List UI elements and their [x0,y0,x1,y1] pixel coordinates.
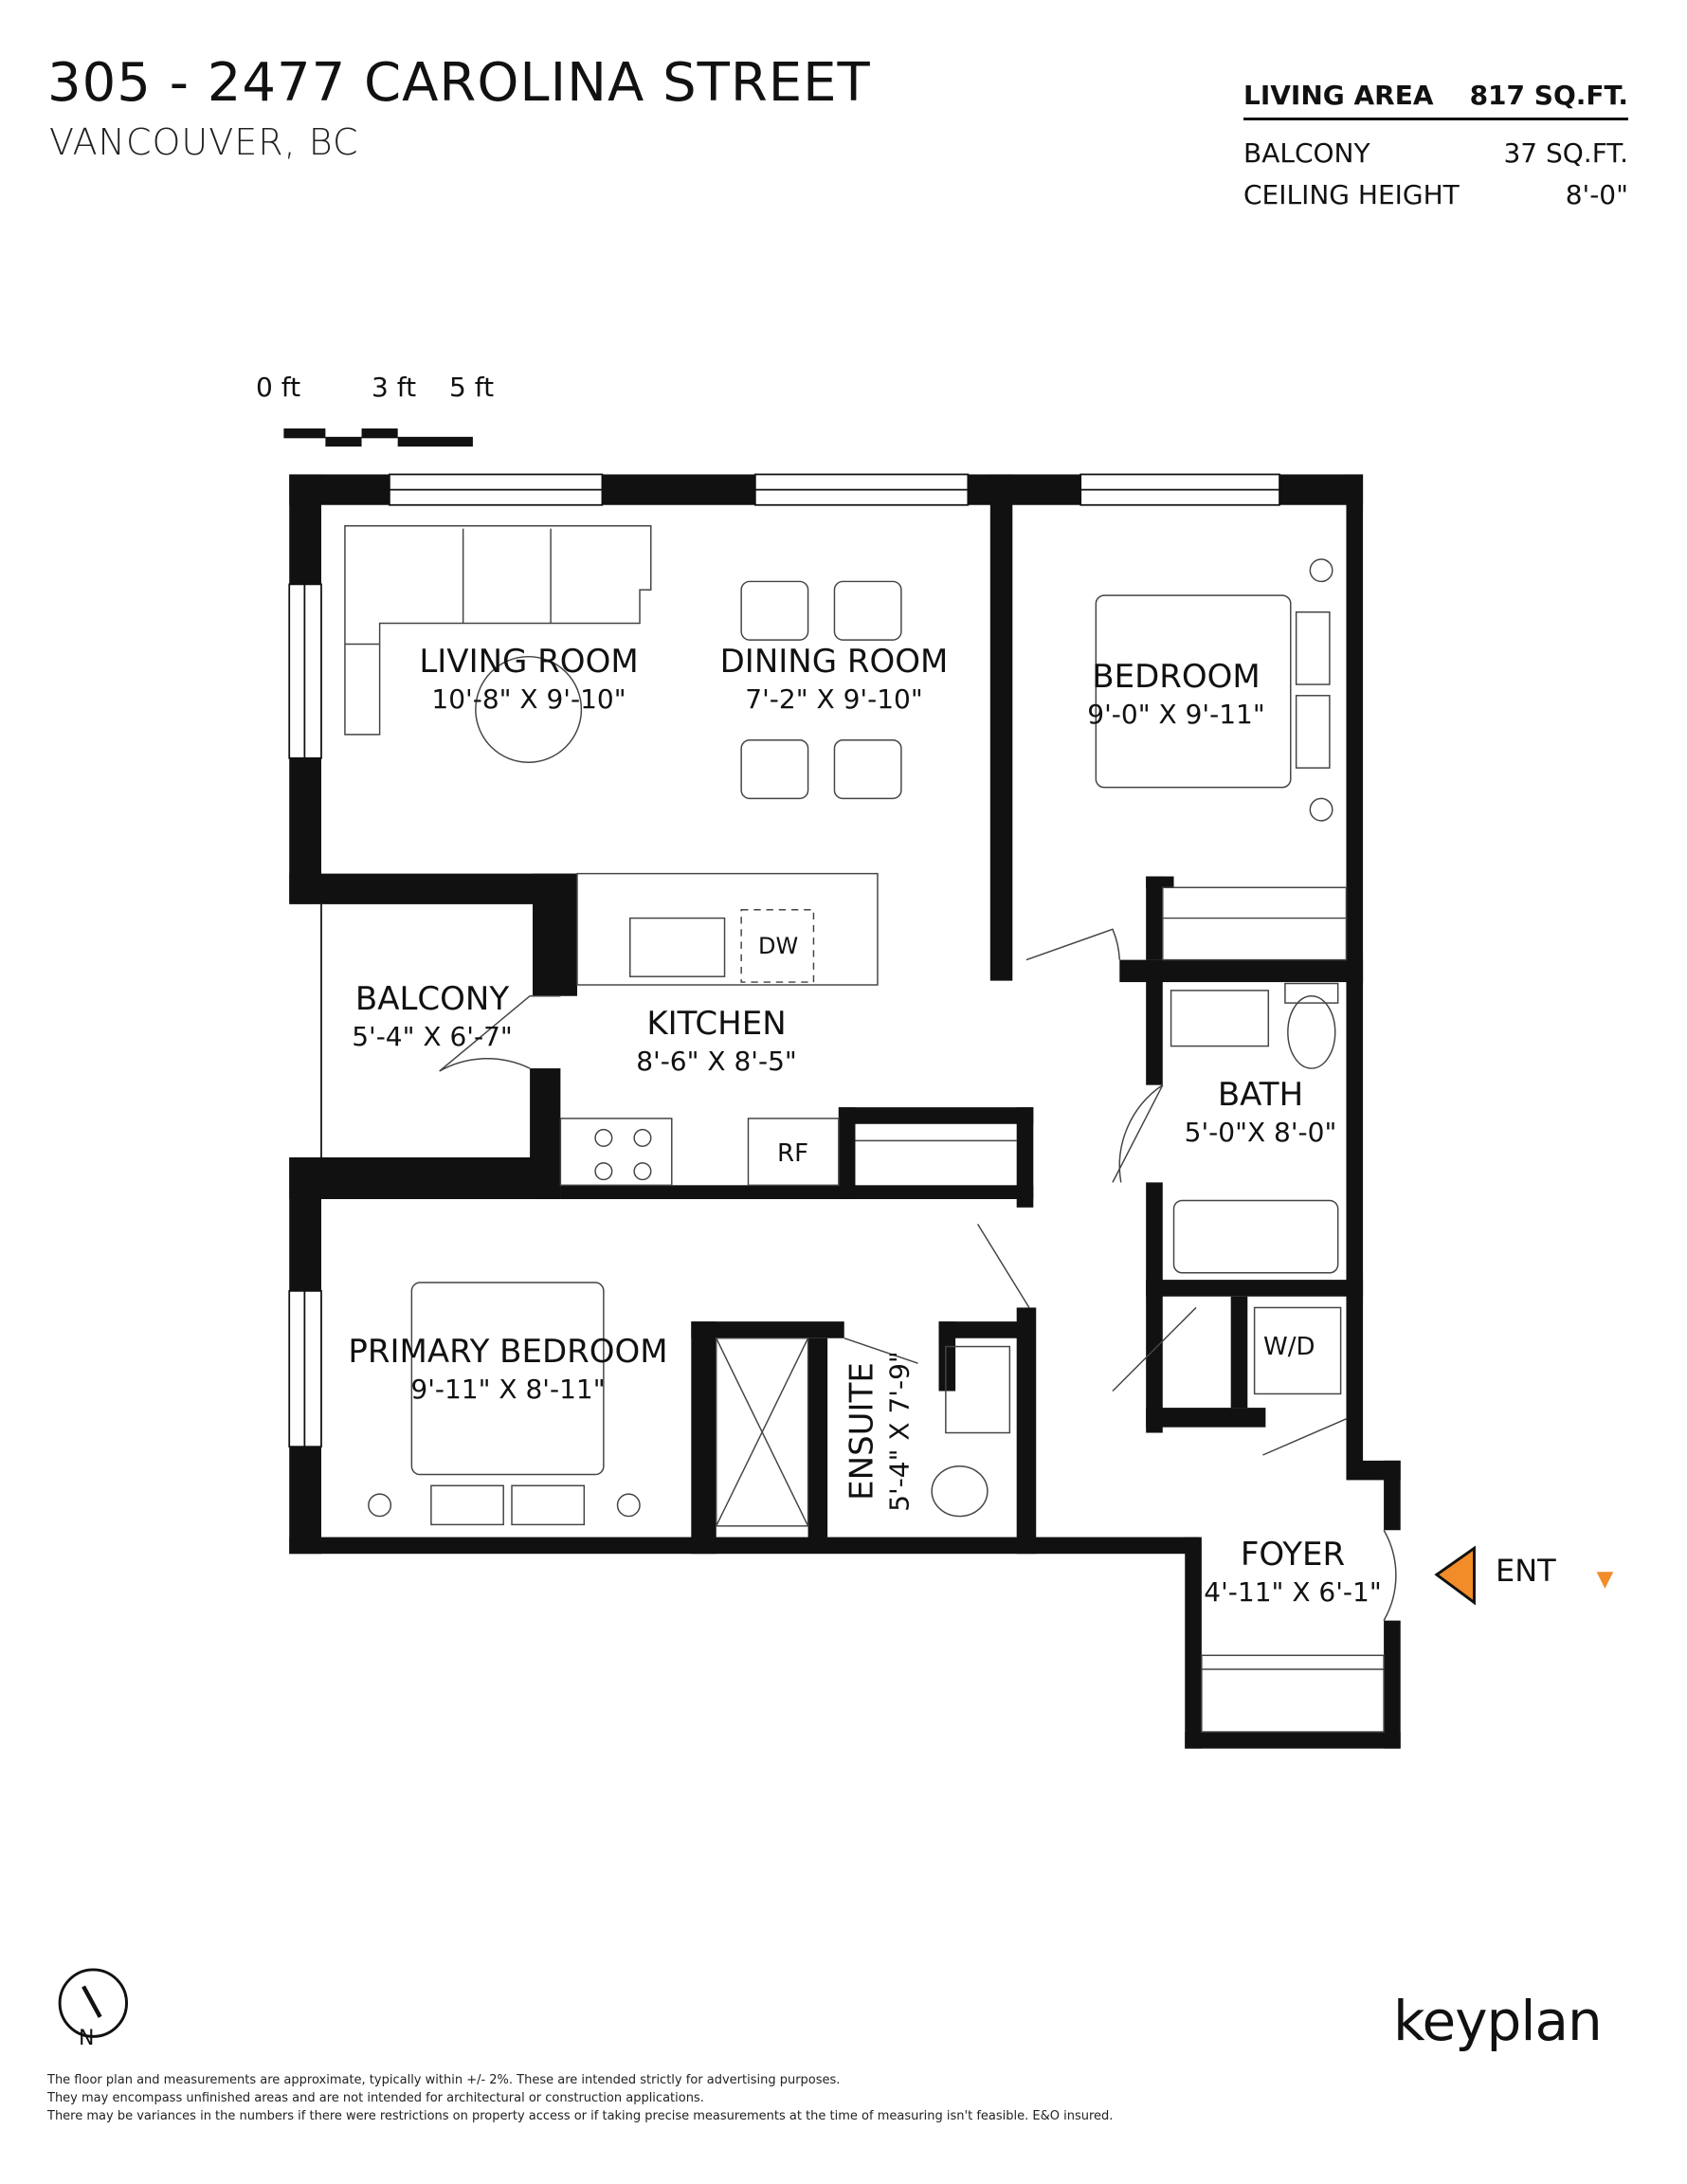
stat-value: 8'-0" [1565,178,1628,210]
keyplan-fox-icon [1596,1572,1614,1589]
entrance-label: ENT [1496,1553,1556,1589]
disclaimer: The floor plan and measurements are appr… [47,2071,1113,2125]
room-dims: 4'-11" X 6'-1" [1204,1576,1382,1609]
scale-label-5: 5 ft [449,372,495,403]
page-title: 305 - 2477 CAROLINA STREET [47,52,871,114]
room-dims: 5'-4" X 6'-7" [352,1021,513,1053]
scale-label-3: 3 ft [372,372,417,403]
room-dims: 5'-4" X 7'-9" [883,1351,916,1512]
room-name: BALCONY [354,980,510,1018]
room-name: KITCHEN [646,1005,787,1043]
room-name: BEDROOM [1092,658,1261,696]
room-name: LIVING ROOM [419,643,639,681]
area-stats: LIVING AREA 817 SQ.FT. BALCONY 37 SQ.FT. C… [1243,72,1628,215]
washer-dryer-label: W/D [1263,1333,1315,1361]
north-label: N [79,2027,95,2050]
room-dims: 9'-0" X 9'-11" [1087,699,1265,731]
room-dims: 7'-2" X 9'-10" [745,683,923,716]
windows [288,473,1280,1448]
stat-balcony: BALCONY 37 SQ.FT. [1243,132,1628,173]
keyplan-logo: keyplan [1393,1989,1603,2053]
north-compass-icon [58,1968,129,2038]
room-name: BATH [1217,1076,1304,1114]
stat-value: 817 SQ.FT. [1469,79,1628,111]
room-name: FOYER [1240,1536,1346,1574]
disclaimer-line: They may encompass unfinished areas and … [47,2091,704,2105]
disclaimer-line: There may be variances in the numbers if… [47,2109,1114,2123]
stat-label: CEILING HEIGHT [1243,178,1460,210]
stat-ceiling-height: CEILING HEIGHT 8'-0" [1243,173,1628,215]
room-dims: 8'-6" X 8'-5" [636,1046,797,1078]
stat-label: BALCONY [1243,136,1370,169]
scale-bar [283,428,473,447]
entrance-arrow-icon [1434,1545,1476,1606]
stat-label: LIVING AREA [1243,79,1434,111]
stat-living-area: LIVING AREA 817 SQ.FT. [1243,72,1628,120]
dishwasher-label: DW [758,933,799,959]
room-dims: 9'-11" X 8'-11" [410,1374,606,1406]
room-name: PRIMARY BEDROOM [348,1333,668,1371]
room-dims: 10'-8" X 9'-10" [431,683,626,716]
room-name: DINING ROOM [719,643,949,681]
fridge-label: RF [777,1139,809,1168]
fixtures [344,525,1397,1733]
room-name: ENSUITE [843,1362,881,1501]
stat-value: 37 SQ.FT. [1503,136,1628,169]
room-dims: 5'-0"X 8'-0" [1184,1117,1337,1149]
scale-label-0: 0 ft [256,372,301,403]
page-subtitle: VANCOUVER, BC [49,121,359,163]
disclaimer-line: The floor plan and measurements are appr… [47,2073,841,2087]
